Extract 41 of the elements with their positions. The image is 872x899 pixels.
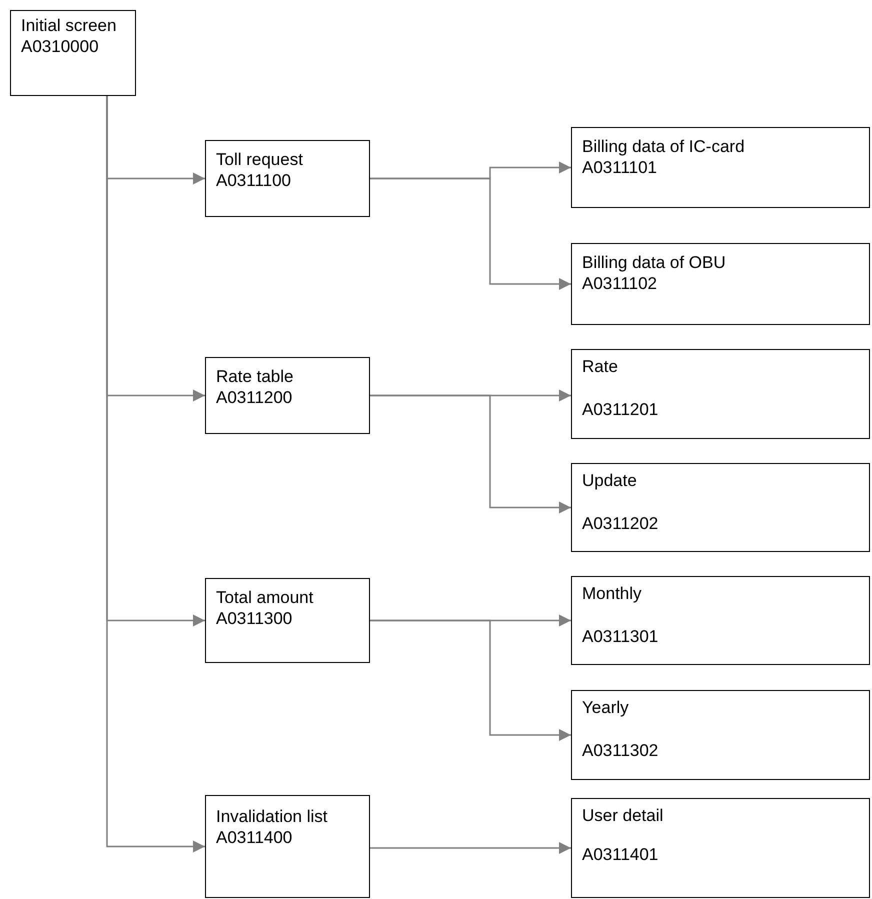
screen-box	[571, 243, 870, 325]
screen-box	[571, 127, 870, 208]
connector-arrow	[370, 178, 571, 290]
screen-code: A0311300	[216, 608, 294, 629]
screen-box	[571, 463, 870, 552]
screen-code: A0310000	[21, 36, 100, 57]
screen-name: Initial screen	[21, 15, 118, 36]
connector-arrow	[370, 394, 571, 514]
screen-name: Yearly	[582, 697, 630, 718]
screen-code: A0311101	[582, 157, 658, 178]
screen-code: A0311400	[216, 827, 294, 848]
screen-name: Monthly	[582, 583, 643, 604]
screen-box	[571, 349, 870, 439]
screen-box	[10, 10, 136, 96]
screen-box	[205, 140, 370, 217]
connector-arrow	[370, 620, 571, 741]
screen-box	[571, 576, 870, 665]
screen-box	[205, 357, 370, 434]
screen-name: User detail	[582, 805, 664, 826]
screen-code: A0311401	[582, 844, 660, 865]
screen-name: Invalidation list	[216, 806, 329, 827]
screen-box	[205, 795, 370, 898]
screen-code: A0311102	[582, 273, 658, 294]
screen-code: A0311201	[582, 399, 660, 420]
screen-name: Total amount	[216, 587, 314, 608]
screen-name: Rate table	[216, 366, 294, 387]
screen-name: Rate	[582, 356, 619, 377]
screen-code: A0311200	[216, 387, 294, 408]
screen-code: A0311202	[582, 513, 660, 534]
screen-name: Toll request	[216, 149, 304, 170]
screen-box	[571, 798, 870, 898]
screen-box	[571, 690, 870, 780]
screen-name: Billing data of OBU	[582, 252, 727, 273]
screen-name: Update	[582, 470, 638, 491]
connector-arrow	[370, 842, 571, 854]
connector-arrow	[106, 96, 205, 852]
screen-name: Billing data of IC-card	[582, 136, 746, 157]
screen-code: A0311302	[582, 740, 660, 761]
screen-code: A0311301	[582, 626, 660, 647]
screen-code: A0311100	[216, 170, 292, 191]
screen-box	[205, 578, 370, 663]
